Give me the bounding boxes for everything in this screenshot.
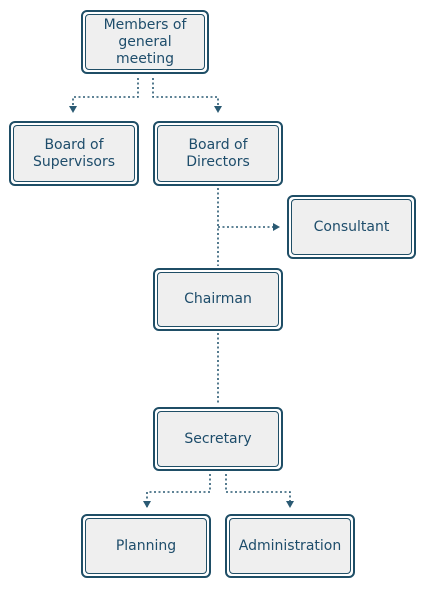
edge-secretary-administration: [225, 474, 294, 508]
node-label: Members of general meeting: [85, 14, 205, 70]
node-members-of-general-meeting: Members of general meeting: [81, 10, 209, 74]
node-chairman: Chairman: [153, 268, 283, 331]
edge-secretary-planning: [143, 474, 211, 508]
node-label: Board of Directors: [157, 125, 279, 182]
node-label: Planning: [85, 518, 207, 574]
edge-members-supervisors: [69, 78, 139, 113]
node-administration: Administration: [225, 514, 355, 578]
node-label: Board of Supervisors: [13, 125, 135, 182]
node-label: Administration: [229, 518, 351, 574]
node-board-of-supervisors: Board of Supervisors: [9, 121, 139, 186]
node-label: Consultant: [291, 199, 412, 255]
node-secretary: Secretary: [153, 407, 283, 471]
node-planning: Planning: [81, 514, 211, 578]
node-label: Chairman: [157, 272, 279, 327]
edge-members-directors: [152, 78, 222, 113]
node-board-of-directors: Board of Directors: [153, 121, 283, 186]
node-label: Secretary: [157, 411, 279, 467]
node-consultant: Consultant: [287, 195, 416, 259]
